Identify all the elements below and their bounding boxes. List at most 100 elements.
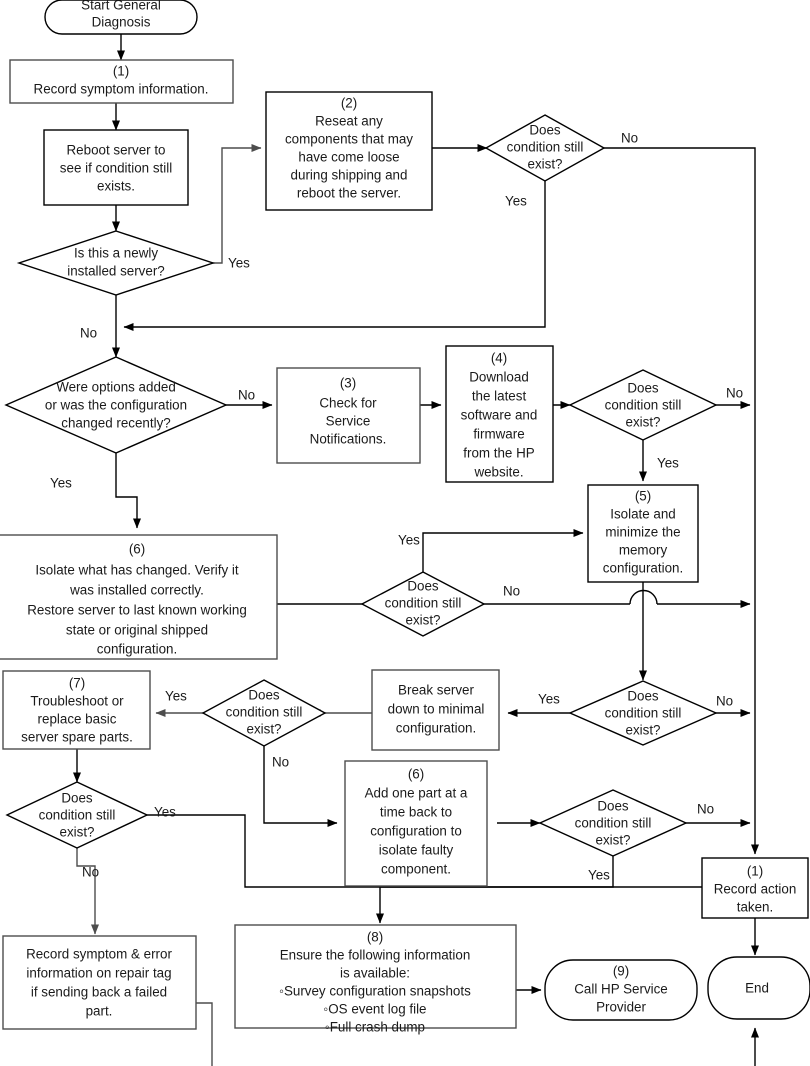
node-record-err-line-1: information on repair tag — [26, 966, 171, 981]
node-step1b-line-0: (1) — [747, 864, 763, 879]
node-step1b-line-1: Record action — [714, 882, 797, 897]
label-newly-yes: Yes — [228, 256, 250, 271]
node-step6a-line-4: state or original shipped — [66, 623, 208, 638]
node-step3[interactable]: (3) Check for Service Notifications. — [276, 367, 421, 464]
node-step6b[interactable]: (6) Add one part at a time back to confi… — [344, 760, 488, 887]
label-cond6b-yes: Yes — [588, 868, 610, 883]
node-cond7b-line-0: Does — [61, 791, 93, 806]
node-end[interactable]: End — [707, 956, 810, 1020]
node-step2-line-3: have come loose — [298, 150, 399, 165]
label-options-yes: Yes — [50, 476, 72, 491]
node-start-line-0: Start General — [81, 0, 161, 13]
node-breakdown-line-0: Break server — [398, 683, 474, 698]
node-start[interactable]: Start General Diagnosis — [44, 0, 198, 35]
label-newly-no: No — [80, 326, 97, 341]
label-cond7-no: No — [272, 755, 289, 770]
node-step1[interactable]: (1) Record symptom information. — [9, 59, 234, 104]
node-end-line-0: End — [745, 981, 769, 996]
node-step4[interactable]: (4) Download the latest software and fir… — [445, 345, 554, 483]
node-cond4-line-0: Does — [627, 381, 659, 396]
node-cond2[interactable]: Does condition still exist? — [484, 114, 606, 182]
label-cond7-yes: Yes — [165, 689, 187, 704]
node-step9-line-0: (9) — [613, 964, 629, 979]
node-breakdown-line-2: configuration. — [396, 721, 476, 736]
node-cond5-line-2: exist? — [626, 723, 661, 738]
node-step3-line-3: Notifications. — [310, 432, 387, 447]
node-cond2-line-2: exist? — [528, 157, 563, 172]
node-step2[interactable]: (2) Reseat any components that may have … — [265, 91, 433, 211]
node-step4-line-3: software and — [461, 408, 538, 423]
node-cond4[interactable]: Does condition still exist? — [568, 369, 718, 441]
node-cond7-line-0: Does — [248, 688, 280, 703]
node-step6a-line-1: Isolate what has changed. Verify it — [35, 563, 238, 578]
node-step1b[interactable]: (1) Record action taken. — [701, 857, 809, 919]
node-record-err-line-0: Record symptom & error — [26, 947, 172, 962]
label-cond2-yes: Yes — [505, 194, 527, 209]
node-step1-line-1: Record symptom information. — [34, 82, 209, 97]
node-step6b-line-0: (6) — [408, 767, 424, 782]
node-step7-line-0: (7) — [69, 676, 85, 691]
node-step6b-line-2: time back to — [380, 805, 452, 820]
node-cond7b[interactable]: Does condition still exist? — [5, 781, 149, 849]
node-step5-line-0: (5) — [635, 489, 651, 504]
node-newly-line-0: Is this a newly — [74, 246, 158, 261]
node-step4-line-6: website. — [473, 465, 523, 480]
node-reboot[interactable]: Reboot server to see if condition still … — [43, 129, 189, 206]
label-cond6a-yes: Yes — [398, 533, 420, 548]
node-step6b-line-3: configuration to — [370, 824, 462, 839]
node-record-err[interactable]: Record symptom & error information on re… — [2, 935, 197, 1030]
node-step5-line-1: Isolate and — [610, 507, 676, 522]
node-step7-line-1: Troubleshoot or — [30, 694, 124, 709]
node-step7[interactable]: (7) Troubleshoot or replace basic server… — [2, 670, 151, 750]
label-options-no: No — [238, 388, 255, 403]
node-cond6a[interactable]: Does condition still exist? — [360, 571, 486, 637]
node-cond7b-line-2: exist? — [60, 825, 95, 840]
node-step6b-line-1: Add one part at a — [365, 786, 468, 801]
node-cond6a-line-1: condition still — [385, 596, 462, 611]
node-step4-line-4: firmware — [473, 427, 524, 442]
label-cond7b-no: No — [82, 865, 99, 880]
node-breakdown-line-1: down to minimal — [388, 702, 485, 717]
node-step4-line-5: from the HP — [463, 446, 535, 461]
node-step6a[interactable]: (6) Isolate what has changed. Verify it … — [0, 534, 278, 660]
node-step3-line-0: (3) — [340, 376, 356, 391]
node-options[interactable]: Were options added or was the configurat… — [4, 356, 228, 454]
node-record-err-line-2: if sending back a failed — [31, 985, 167, 1000]
label-cond6a-no: No — [503, 584, 520, 599]
node-record-err-line-3: part. — [86, 1004, 113, 1019]
node-step8-line-4: ◦OS event log file — [324, 1002, 427, 1017]
edge-cond6b-yes-step8 — [376, 856, 614, 924]
node-cond6b[interactable]: Does condition still exist? — [538, 789, 688, 857]
node-step4-line-0: (4) — [491, 351, 507, 366]
node-step9-line-2: Provider — [596, 1000, 646, 1015]
edge-newly-yes-step2 — [202, 144, 262, 264]
node-cond5[interactable]: Does condition still exist? — [568, 680, 718, 746]
node-step4-line-2: the latest — [472, 389, 527, 404]
label-cond6b-no: No — [697, 802, 714, 817]
label-cond5-no: No — [716, 694, 733, 709]
edge-cond6a-yes-step5 — [422, 529, 584, 574]
node-cond7-line-1: condition still — [226, 705, 303, 720]
node-newly-line-1: installed server? — [67, 264, 165, 279]
node-cond7b-line-1: condition still — [39, 808, 116, 823]
node-step2-line-2: components that may — [285, 132, 413, 147]
node-step5-line-2: minimize the — [605, 525, 680, 540]
node-step9[interactable]: (9) Call HP Service Provider — [544, 959, 698, 1021]
node-cond5-line-1: condition still — [605, 706, 682, 721]
node-options-line-2: changed recently? — [61, 416, 170, 431]
node-step8[interactable]: (8) Ensure the following information is … — [234, 924, 517, 1035]
node-cond2-line-1: condition still — [507, 140, 584, 155]
node-newly[interactable]: Is this a newly installed server? — [16, 230, 216, 296]
node-step6b-line-4: isolate faulty — [379, 843, 454, 858]
node-step3-line-1: Check for — [319, 396, 377, 411]
node-step6a-line-3: Restore server to last known working — [27, 603, 247, 618]
node-step5[interactable]: (5) Isolate and minimize the memory conf… — [587, 484, 699, 583]
node-breakdown[interactable]: Break server down to minimal configurati… — [371, 669, 500, 751]
node-cond7[interactable]: Does condition still exist? — [201, 679, 327, 747]
node-step9-line-1: Call HP Service — [574, 982, 668, 997]
node-step6a-line-0: (6) — [129, 542, 145, 557]
node-step7-line-3: server spare parts. — [21, 730, 133, 745]
node-step8-line-0: (8) — [367, 930, 383, 945]
node-cond6b-line-0: Does — [597, 799, 629, 814]
